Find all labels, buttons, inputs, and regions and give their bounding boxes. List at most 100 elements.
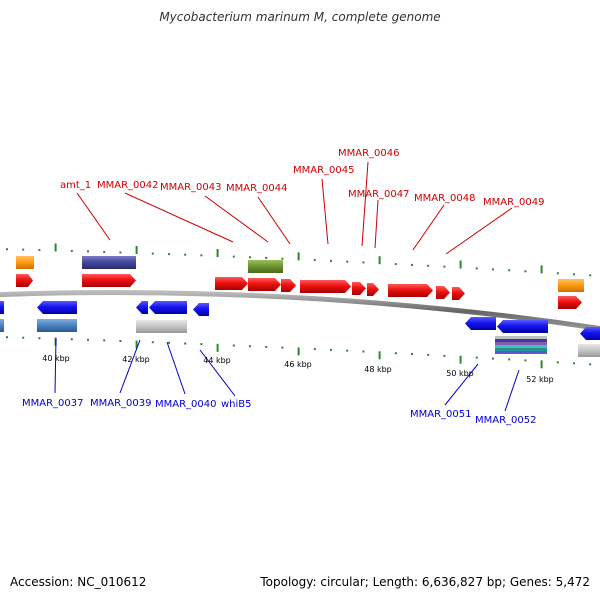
gene-label-mmar0046[interactable]: MMAR_0046: [338, 148, 400, 159]
bottom-callout-lines: [54, 337, 520, 412]
callout-line-mmar0043: [204, 195, 269, 243]
ruler-major-tick: [378, 351, 381, 360]
ruler-major-tick: [135, 246, 138, 254]
ruler-major-tick: [297, 252, 300, 261]
ruler-top: [6, 243, 592, 277]
ruler-minor-tick: [168, 253, 170, 256]
callout-line-mmar0045: [321, 178, 329, 245]
gene-forward-mmar0047[interactable]: [367, 283, 379, 296]
gene-reverse[interactable]: [0, 301, 4, 314]
feature-stack[interactable]: [495, 336, 547, 354]
ruler-minor-tick: [556, 272, 559, 275]
ruler-minor-tick: [249, 345, 251, 348]
ruler-major-tick: [540, 265, 543, 274]
gene-label-mmar0045[interactable]: MMAR_0045: [293, 165, 355, 176]
ruler-minor-tick: [573, 273, 575, 276]
gene-forward[interactable]: [16, 274, 33, 287]
gene-forward[interactable]: [452, 287, 465, 300]
gene-label-mmar0052[interactable]: MMAR_0052: [475, 415, 537, 426]
ruler-minor-tick: [508, 269, 511, 272]
gene-label-mmar0047[interactable]: MMAR_0047: [348, 189, 410, 200]
ruler-minor-tick: [411, 353, 413, 355]
genome-title: Mycobacterium marinum M, complete genome: [159, 10, 441, 24]
feature-gray[interactable]: [136, 320, 187, 333]
tick-label: 46 kbp: [284, 360, 312, 369]
ruler-minor-tick: [184, 342, 187, 345]
gene-forward-mmar0049[interactable]: [436, 286, 450, 299]
ruler-minor-tick: [346, 349, 349, 352]
gene-reverse[interactable]: [580, 327, 600, 340]
tick-label: 40 kbp: [42, 354, 70, 363]
lower-features: [0, 319, 600, 357]
gene-forward[interactable]: [558, 296, 582, 309]
feature-orange[interactable]: [558, 279, 584, 292]
gene-forward-mmar0042[interactable]: [215, 277, 248, 290]
bottom-gene-labels: MMAR_0037 MMAR_0039 MMAR_0040 whiB5 MMAR…: [22, 398, 537, 426]
top-gene-labels: amt_1 MMAR_0042 MMAR_0043 MMAR_0044 MMAR…: [60, 148, 545, 208]
callout-line-mmar0042: [124, 192, 234, 243]
gene-label-mmar0049[interactable]: MMAR_0049: [483, 197, 545, 208]
ruler-minor-tick: [200, 254, 203, 257]
ruler-minor-tick: [22, 336, 25, 339]
gene-label-mmar0051[interactable]: MMAR_0051: [410, 409, 472, 420]
feature-gray[interactable]: [578, 344, 600, 357]
feature-orange[interactable]: [16, 256, 34, 269]
ruler-minor-tick: [119, 251, 122, 254]
ruler-minor-tick: [427, 353, 430, 356]
gene-reverse-mmar0039[interactable]: [136, 301, 148, 314]
forward-genes: [16, 274, 582, 309]
gene-label-mmar0040[interactable]: MMAR_0040: [155, 399, 217, 410]
feature-olive[interactable]: [248, 260, 283, 273]
callout-line-mmar0049: [445, 207, 513, 255]
ruler-minor-tick: [362, 261, 365, 264]
ruler-minor-tick: [330, 348, 332, 351]
ruler-minor-tick: [151, 341, 154, 344]
ruler-minor-tick: [38, 337, 41, 340]
tick-label: 52 kbp: [526, 375, 554, 384]
ruler-minor-tick: [103, 250, 106, 253]
ruler-minor-tick: [151, 252, 154, 255]
reverse-genes: [0, 301, 600, 340]
feature-steel[interactable]: [37, 319, 77, 332]
ruler-minor-tick: [265, 345, 268, 348]
ruler-minor-tick: [313, 259, 316, 262]
gene-forward-mmar0048[interactable]: [388, 284, 433, 297]
ruler-minor-tick: [524, 359, 527, 362]
callout-line-whib5: [199, 349, 236, 397]
ruler-minor-tick: [232, 344, 235, 347]
feature-purple[interactable]: [82, 256, 136, 269]
gene-label-whib5[interactable]: whiB5: [221, 399, 252, 410]
ruler-minor-tick: [184, 253, 187, 256]
ruler-minor-tick: [249, 256, 251, 259]
ruler-minor-tick: [70, 249, 73, 252]
ruler-major-tick: [297, 347, 300, 356]
upper-features: [16, 256, 584, 292]
gene-forward-mmar0045[interactable]: [300, 280, 351, 293]
ruler-major-tick: [459, 260, 462, 269]
callout-line-mmar0047: [374, 199, 379, 249]
gene-label-mmar0039[interactable]: MMAR_0039: [90, 398, 152, 409]
gene-reverse-mmar0052[interactable]: [497, 320, 548, 333]
ruler-major-tick: [135, 340, 138, 349]
gene-forward-mmar0044[interactable]: [281, 279, 296, 292]
gene-label-mmar0044[interactable]: MMAR_0044: [226, 183, 288, 194]
ruler-minor-tick: [524, 270, 527, 273]
gene-forward-mmar0043[interactable]: [248, 278, 281, 291]
gene-label-mmar0037[interactable]: MMAR_0037: [22, 398, 84, 409]
gene-label-mmar0042[interactable]: MMAR_0042: [97, 180, 159, 191]
gene-forward-amt1[interactable]: [82, 274, 136, 287]
gene-forward-mmar0046[interactable]: [352, 282, 366, 295]
gene-reverse-whib5[interactable]: [193, 303, 209, 316]
gene-reverse-mmar0037[interactable]: [37, 301, 77, 314]
callout-line-mmar0046: [361, 161, 369, 247]
gene-reverse-mmar0051[interactable]: [465, 317, 496, 330]
ruler-minor-tick: [232, 255, 235, 258]
gene-label-mmar0043[interactable]: MMAR_0043: [160, 182, 222, 193]
ruler-major-tick: [216, 343, 219, 352]
gene-reverse-mmar0040[interactable]: [149, 301, 187, 314]
feature-steel[interactable]: [0, 319, 4, 332]
gene-label-mmar0048[interactable]: MMAR_0048: [414, 193, 476, 204]
gene-label-amt1[interactable]: amt_1: [60, 180, 91, 191]
tick-label: 42 kbp: [122, 355, 150, 364]
